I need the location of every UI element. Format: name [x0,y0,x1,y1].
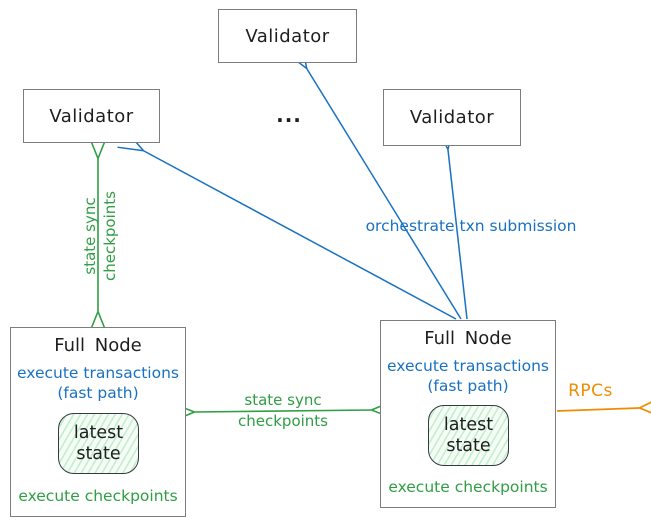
state-sync-horizontal-line2: checkpoints [238,412,328,430]
rpcs-label: RPCs [568,381,613,401]
orchestrate-txn-submission-label: orchestrate txn submission [365,217,577,235]
full-node-left-execute-checkpoints: execute checkpoints [18,487,178,505]
edge-orchestrate-to-top-validator [285,42,462,320]
validator-right-label: Validator [409,107,495,128]
validator-box-right: Validator [383,89,521,146]
latest-state-right-line1: latest [443,414,494,435]
latest-state-right-line2: state [446,435,491,456]
latest-state-left-line2: state [76,443,121,464]
latest-state-box-right: latest state [428,405,509,466]
state-sync-vertical-line2: checkpoints [101,191,119,281]
state-sync-horizontal-label: state sync checkpoints [213,390,353,432]
full-node-right-fast-path: (fast path) [427,377,509,395]
validator-left-label: Validator [49,105,134,127]
state-sync-horizontal-line1: state sync [244,391,322,409]
state-sync-vertical-label: state sync checkpoints [80,174,120,298]
edge-rpcs [556,394,651,420]
full-node-left-fast-path: (fast path) [57,384,139,402]
validator-top-label: Validator [245,25,330,47]
full-node-box-left: Full Node execute transactions (fast pat… [10,327,186,517]
validators-ellipsis: ... [276,103,302,127]
full-node-box-right: Full Node execute transactions (fast pat… [380,320,556,508]
state-sync-vertical-line1: state sync [81,197,99,275]
validator-box-top: Validator [218,9,357,63]
validator-box-left: Validator [23,89,160,143]
latest-state-box-left: latest state [58,413,139,474]
full-node-right-title: Full Node [424,328,512,349]
full-node-right-execute-checkpoints: execute checkpoints [388,478,548,496]
edge-orchestrate-to-right-validator [435,123,468,320]
full-node-right-execute-transactions: execute transactions [386,357,550,375]
full-node-left-execute-transactions: execute transactions [16,364,180,382]
edge-orchestrate-to-left-validator [117,130,457,320]
full-node-left-title: Full Node [54,335,142,356]
edge-state-sync-horizontal [168,398,398,424]
latest-state-left-line1: latest [73,422,124,443]
